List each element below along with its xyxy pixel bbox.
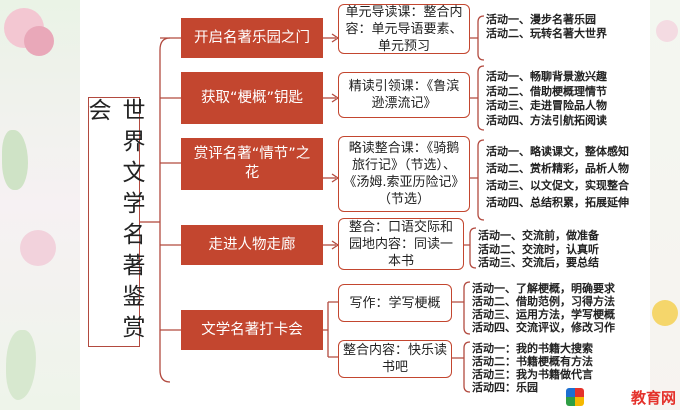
activity-item: 活动三、走进冒险品人物 [486, 99, 607, 112]
activity-list: 活动一、交流前，做准备 活动二、交流时，认真听 活动三、交流后，要总结 [478, 229, 599, 270]
activity-item: 活动二、玩转名著大世界 [486, 26, 607, 40]
watermark-text: 教育网 [630, 389, 676, 407]
sub-node: 整合：口语交际和园地内容：同读一本书 [338, 218, 464, 270]
activity-item: 活动一、了解梗概，明确要求 [472, 282, 615, 295]
activity-item: 活动二、借助范例，习得方法 [472, 295, 615, 308]
flower-decoration [656, 20, 678, 42]
sub-node: 写作：学写梗概 [338, 284, 452, 322]
root-title: 世界文学名著鉴赏会 [84, 98, 144, 346]
branch-node: 走进人物走廊 [181, 225, 323, 265]
activity-list: 活动一、略读课文，整体感知 活动二、赏析精彩，品析人物 活动三、以文促文，实现整… [486, 143, 629, 211]
flower-decoration [20, 230, 56, 266]
activity-list: 活动一、漫步名著乐园 活动二、玩转名著大世界 [486, 13, 607, 40]
activity-list: 活动一、畅聊背景激兴趣 活动二、借助梗概理情节 活动三、走进冒险品人物 活动四、… [486, 70, 607, 128]
activity-item: 活动一、略读课文，整体感知 [486, 145, 629, 158]
sub-node: 略读整合课：《骑鹅旅行记》（节选）、《汤姆.索亚历险记》（节选） [338, 136, 470, 212]
branch-node: 开启名著乐园之门 [181, 18, 323, 58]
activity-list: 活动一：我的书籍大搜索 活动二：书籍梗概有方法 活动三：我为书籍做代言 活动四：… [472, 342, 593, 394]
activity-item: 活动四、总结积累，拓展延伸 [486, 196, 629, 209]
sunflower-decoration [652, 300, 678, 326]
right-decoration [650, 0, 680, 410]
activity-item: 活动一、交流前，做准备 [478, 229, 599, 242]
sub-node: 整合内容：快乐读书吧 [338, 340, 452, 378]
branch-node: 赏评名著“情节”之花 [181, 138, 323, 190]
activity-item: 活动一、畅聊背景激兴趣 [486, 70, 607, 83]
activity-item: 活动三：我为书籍做代言 [472, 368, 593, 381]
activity-list: 活动一、了解梗概，明确要求 活动二、借助范例，习得方法 活动三、运用方法，学写梗… [472, 282, 615, 334]
activity-item: 活动三、运用方法，学写梗概 [472, 308, 615, 321]
activity-item: 活动四、方法引航拓阅读 [486, 113, 607, 127]
branch-node: 文学名著打卡会 [181, 310, 323, 350]
activity-item: 活动二、赏析精彩，品析人物 [486, 162, 629, 175]
branch-node: 获取“梗概”钥匙 [181, 72, 323, 124]
activity-item: 活动二：书籍梗概有方法 [472, 355, 593, 368]
activity-item: 活动三、交流后，要总结 [478, 256, 599, 269]
flower-decoration [24, 26, 54, 56]
activity-item: 活动一：我的书籍大搜索 [472, 342, 593, 355]
activity-item: 活动四、交流评议，修改习作 [472, 321, 615, 334]
activity-item: 活动四：乐园 [472, 381, 538, 394]
sub-node: 精读引领课：《鲁滨逊漂流记》 [338, 72, 470, 118]
activity-item: 活动一、漫步名著乐园 [486, 13, 596, 26]
leaf-decoration [2, 130, 28, 190]
root-node: 世界文学名著鉴赏会 [84, 97, 144, 347]
watermark-logo-icon [566, 388, 584, 406]
activity-item: 活动三、以文促文，实现整合 [486, 179, 629, 192]
sub-node: 单元导读课：整合内容：单元导语要素、单元预习 [338, 4, 470, 54]
activity-item: 活动二、借助梗概理情节 [486, 84, 607, 98]
activity-item: 活动二、交流时，认真听 [478, 242, 599, 256]
left-decoration [0, 0, 80, 410]
